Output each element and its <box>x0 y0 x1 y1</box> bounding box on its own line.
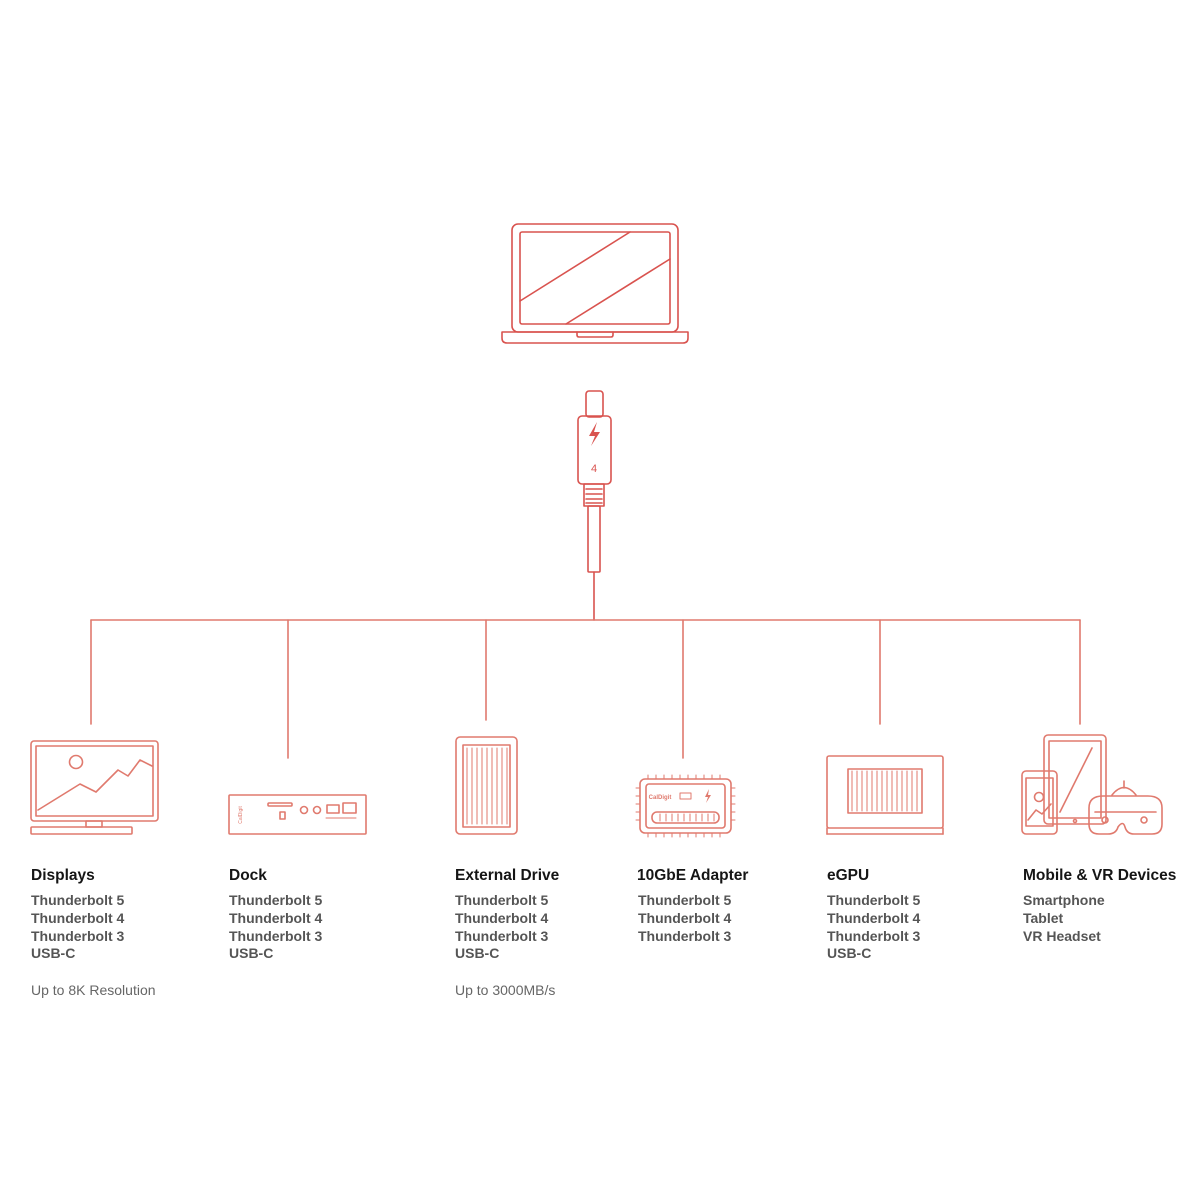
dock-icon <box>228 794 367 835</box>
cable-version-label: 4 <box>591 463 597 475</box>
list-item: Smartphone <box>1023 892 1105 908</box>
column-title: 10GbE Adapter <box>637 867 749 884</box>
compatibility-list: Smartphone Tablet VR Headset <box>1023 892 1176 945</box>
monitor-icon <box>30 740 159 835</box>
network-adapter-icon <box>635 774 736 838</box>
mobile-vr-icon <box>1021 734 1163 835</box>
lightning-bolt-icon <box>589 422 600 446</box>
adapter-bolt-icon <box>705 789 711 803</box>
list-item: Thunderbolt 3 <box>638 927 732 944</box>
column-title: Dock <box>229 867 267 884</box>
list-item: Thunderbolt 5 <box>455 892 549 908</box>
list-item: Thunderbolt 5 <box>638 892 732 908</box>
list-item: Thunderbolt 3 <box>31 927 125 944</box>
list-item: Thunderbolt 4 <box>827 909 921 926</box>
list-item: VR Headset <box>1023 927 1101 944</box>
list-item: Thunderbolt 4 <box>229 909 323 926</box>
laptop-icon <box>501 223 689 344</box>
column-adapter: 10GbE Adapter Thunderbolt 5 Thunderbolt … <box>637 866 748 945</box>
list-item: Thunderbolt 4 <box>638 909 732 926</box>
column-title: Displays <box>31 867 95 884</box>
compatibility-list: Thunderbolt 5 Thunderbolt 4 Thunderbolt … <box>455 892 559 963</box>
list-item: Thunderbolt 3 <box>229 927 323 944</box>
list-item: Tablet <box>1023 909 1064 926</box>
column-displays: Displays Thunderbolt 5 Thunderbolt 4 Thu… <box>31 866 156 999</box>
compatibility-list: Thunderbolt 5 Thunderbolt 4 Thunderbolt … <box>31 892 156 963</box>
column-dock: Dock Thunderbolt 5 Thunderbolt 4 Thunder… <box>229 866 322 963</box>
list-item: Thunderbolt 5 <box>31 892 125 908</box>
column-egpu: eGPU Thunderbolt 5 Thunderbolt 4 Thunder… <box>827 866 920 963</box>
list-item: USB-C <box>455 945 500 962</box>
compatibility-list: Thunderbolt 5 Thunderbolt 4 Thunderbolt … <box>638 892 748 945</box>
adapter-brand-label: CalDigit <box>649 795 672 801</box>
list-item: USB-C <box>827 945 872 962</box>
list-item: USB-C <box>229 945 274 962</box>
list-item: USB-C <box>31 945 76 962</box>
column-title: Mobile & VR Devices <box>1023 867 1177 884</box>
thunderbolt-cable-icon <box>577 390 612 621</box>
external-drive-icon <box>455 736 518 835</box>
column-title: External Drive <box>455 867 560 884</box>
column-title: eGPU <box>827 867 870 884</box>
compatibility-list: Thunderbolt 5 Thunderbolt 4 Thunderbolt … <box>827 892 920 963</box>
dock-brand-label: CalDigit <box>238 806 244 824</box>
list-item: Thunderbolt 5 <box>827 892 921 908</box>
column-mobile-vr: Mobile & VR Devices Smartphone Tablet VR… <box>1023 866 1176 945</box>
column-note: Up to 3000MB/s <box>455 982 556 999</box>
column-external-drive: External Drive Thunderbolt 5 Thunderbolt… <box>455 866 559 999</box>
list-item: Thunderbolt 3 <box>827 927 921 944</box>
connector-tree <box>90 619 1081 759</box>
vr-headset-icon <box>1088 780 1163 835</box>
tablet-icon <box>1043 734 1107 825</box>
column-note: Up to 8K Resolution <box>31 982 156 999</box>
list-item: Thunderbolt 4 <box>455 909 549 926</box>
smartphone-icon <box>1021 770 1058 835</box>
compatibility-list: Thunderbolt 5 Thunderbolt 4 Thunderbolt … <box>229 892 322 963</box>
egpu-icon <box>826 755 944 835</box>
list-item: Thunderbolt 3 <box>455 927 549 944</box>
list-item: Thunderbolt 4 <box>31 909 125 926</box>
list-item: Thunderbolt 5 <box>229 892 323 908</box>
